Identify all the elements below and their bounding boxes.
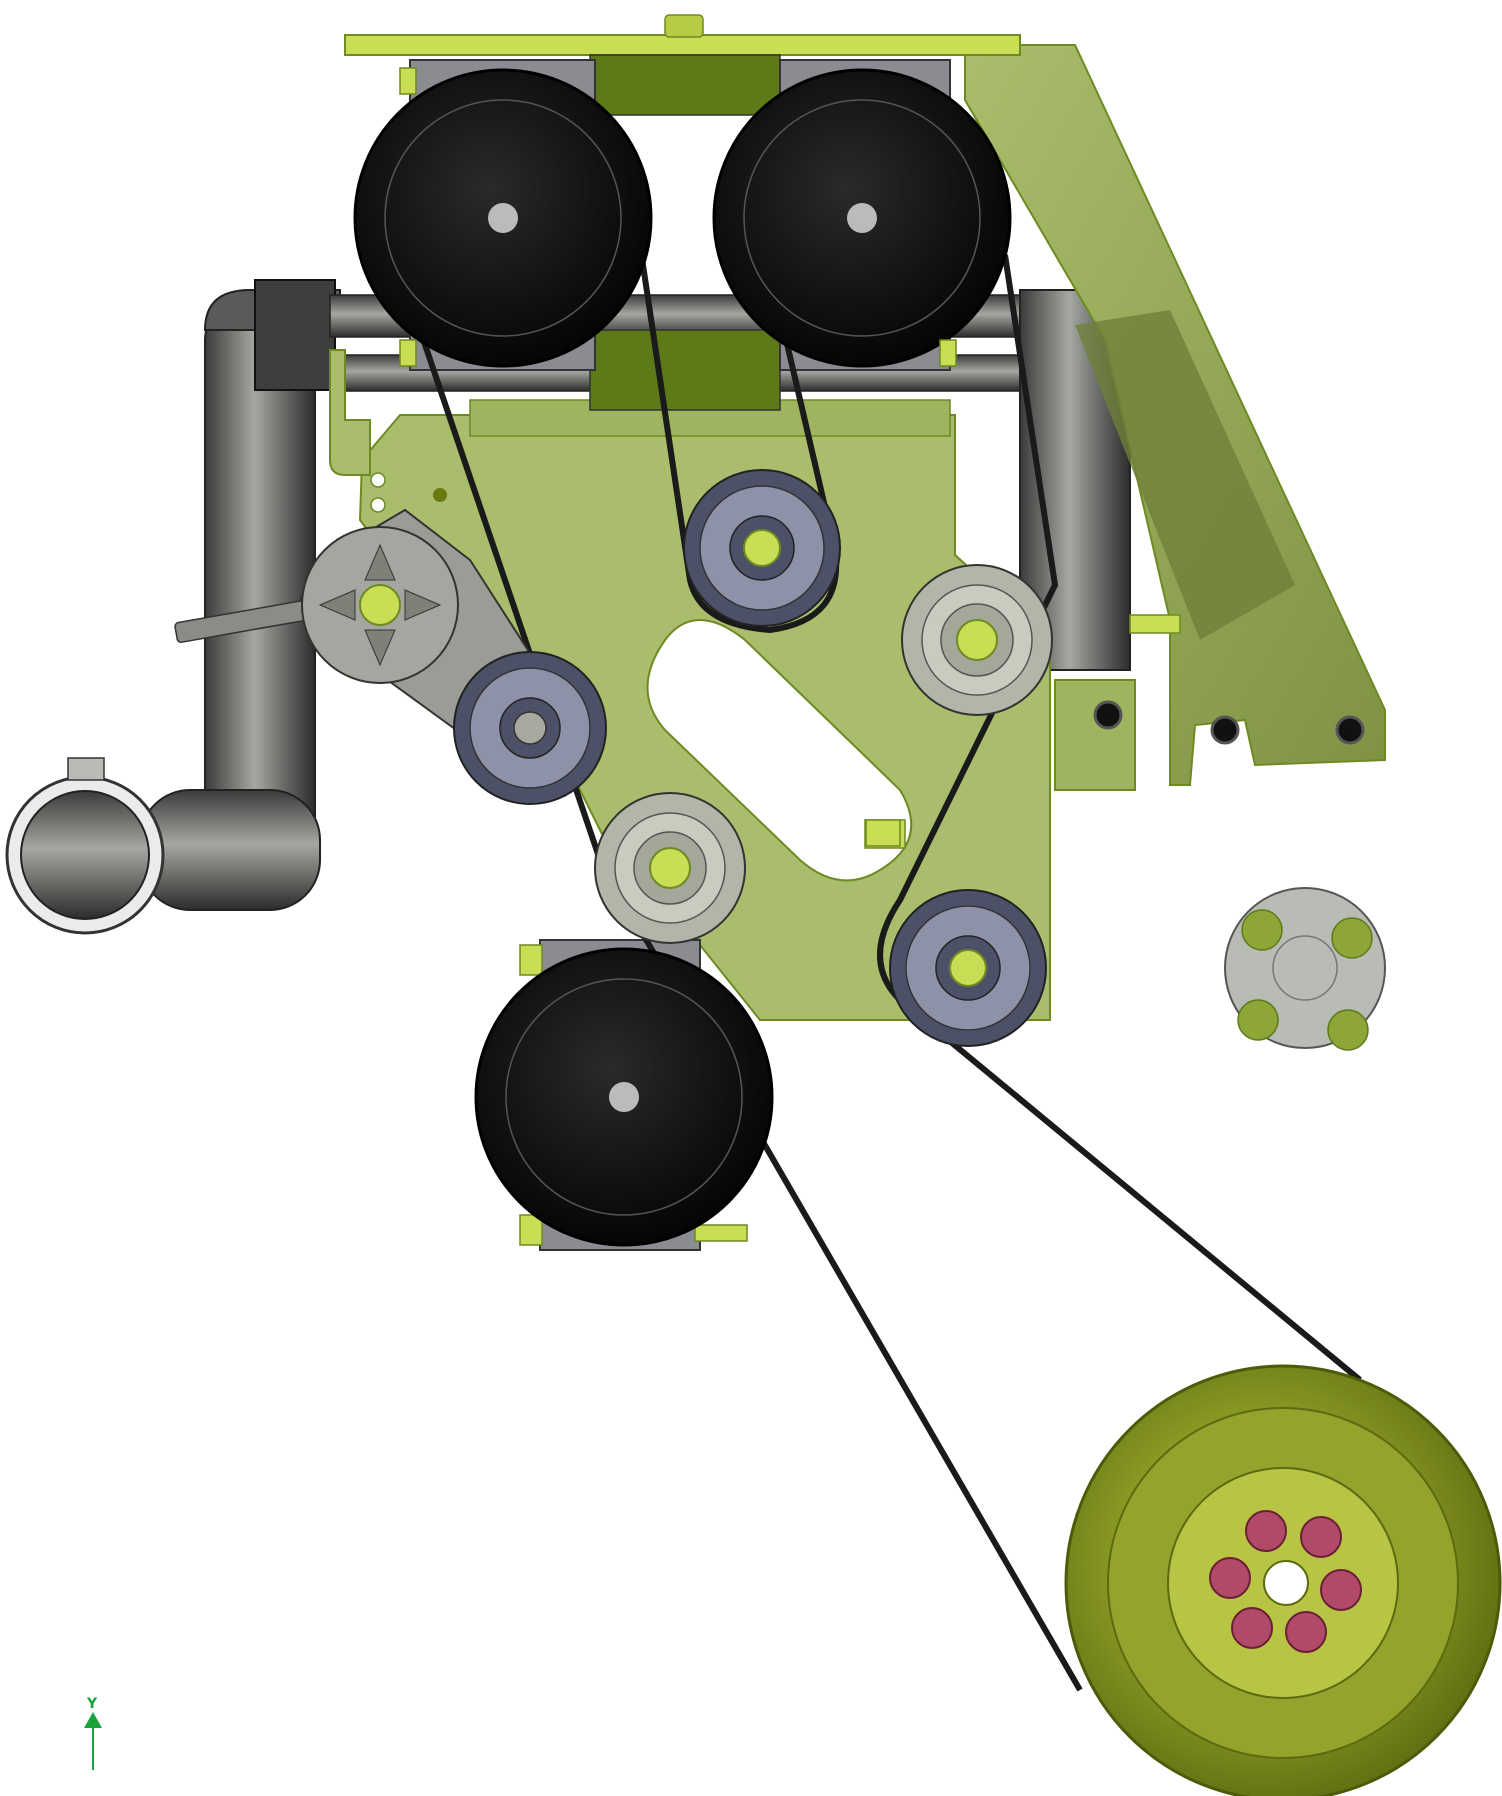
- bolt-hub: [1224, 887, 1386, 1051]
- axis-y-label: Y: [86, 1696, 98, 1712]
- tensioner-idler-pulley: [453, 651, 607, 805]
- right-strap-bracket: [964, 44, 1386, 791]
- alternator-pulley: [712, 68, 1012, 368]
- ac-compressor-pulley: [474, 947, 774, 1247]
- pipe-outlet-flange: [5, 757, 165, 935]
- crankshaft-pulley: [1064, 1364, 1502, 1796]
- coolant-pipe: [139, 279, 341, 911]
- fasteners: [399, 67, 1181, 847]
- upper-smooth-idler: [901, 564, 1053, 716]
- lower-grooved-idler: [889, 889, 1047, 1047]
- power-steering-pulley: [353, 68, 653, 368]
- main-bracket-plate: [329, 349, 1051, 1021]
- upper-grooved-idler: [683, 469, 841, 627]
- lower-smooth-idler: [594, 792, 746, 944]
- axis-triad-icon: Y: [84, 1696, 102, 1770]
- top-mounting-plate: [344, 14, 1021, 411]
